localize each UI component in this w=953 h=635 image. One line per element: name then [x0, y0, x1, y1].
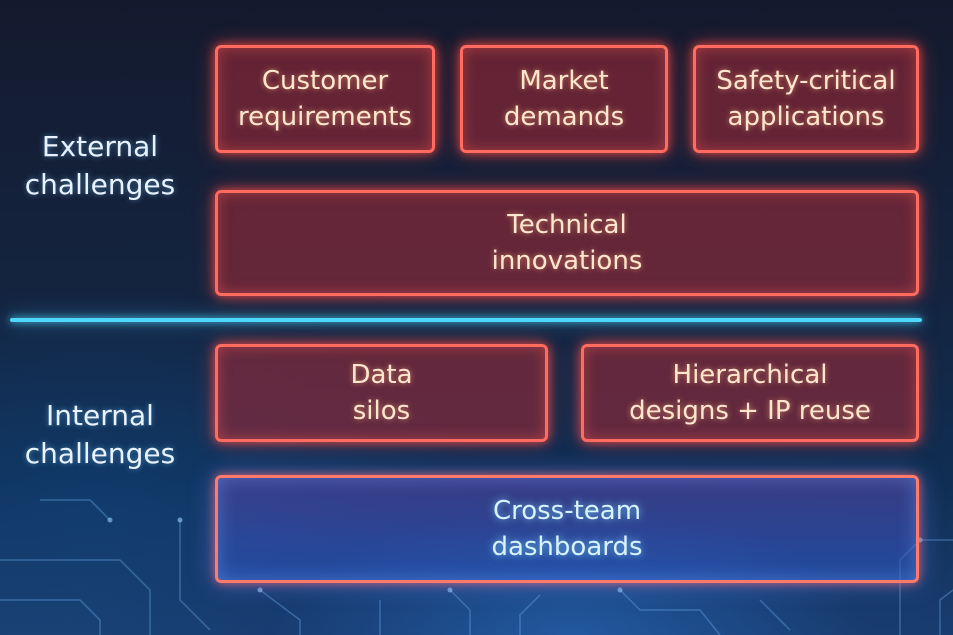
box-text-line: demands	[503, 102, 625, 132]
box-technical-innovations: Technical innovations	[215, 190, 919, 296]
internal-challenges-label: Internal challenges	[0, 397, 200, 473]
internal-label-line-2: challenges	[24, 437, 176, 470]
box-text-line: Data	[350, 360, 413, 390]
box-text-line: designs + IP reuse	[629, 396, 871, 426]
box-text-line: Technical	[507, 210, 627, 240]
external-label-line-2: challenges	[24, 168, 176, 201]
internal-label-line-1: Internal	[46, 399, 154, 432]
box-text-line: requirements	[238, 102, 412, 132]
box-data-silos: Data silos	[215, 344, 548, 442]
external-label-line-1: External	[41, 130, 159, 163]
box-text-line: Cross-team	[492, 496, 642, 526]
box-hierarchical-designs-ip-reuse: Hierarchical designs + IP reuse	[581, 344, 919, 442]
box-safety-critical-applications: Safety-critical applications	[693, 45, 919, 153]
section-divider	[10, 318, 922, 322]
box-text-line: dashboards	[491, 532, 643, 562]
box-text-line: Market	[519, 66, 609, 96]
box-text-line: Hierarchical	[672, 360, 828, 390]
box-text-line: Customer	[261, 66, 389, 96]
box-text-line: applications	[727, 102, 885, 132]
external-challenges-label: External challenges	[0, 128, 200, 204]
box-text-line: Safety-critical	[716, 66, 896, 96]
box-text-line: silos	[352, 396, 411, 426]
box-text-line: innovations	[491, 246, 643, 276]
box-customer-requirements: Customer requirements	[215, 45, 435, 153]
box-cross-team-dashboards: Cross-team dashboards	[215, 475, 919, 583]
box-market-demands: Market demands	[460, 45, 668, 153]
